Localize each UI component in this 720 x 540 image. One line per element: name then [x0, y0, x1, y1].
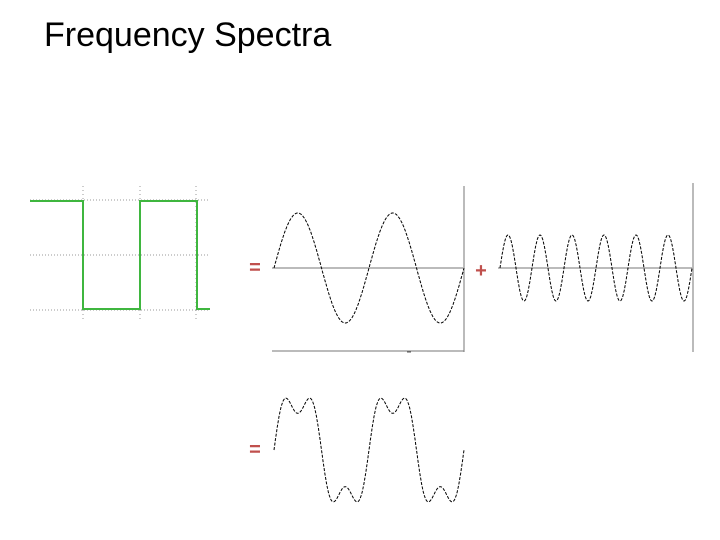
equals-sign-top: =: [249, 257, 261, 279]
equals-sign-bottom: =: [249, 439, 261, 461]
fundamental-panel: [272, 186, 465, 353]
fundamental-sine-wave: [273, 212, 465, 324]
plus-sign: +: [475, 260, 487, 282]
harmonic-panel: [498, 183, 694, 352]
square-wave-trace: [30, 200, 210, 310]
harmonic-sine-wave: [499, 234, 693, 302]
sum-panel: [273, 397, 465, 503]
square-wave-panel: [30, 186, 210, 322]
slide-title: Frequency Spectra: [44, 16, 332, 54]
sum-wave: [273, 397, 465, 503]
